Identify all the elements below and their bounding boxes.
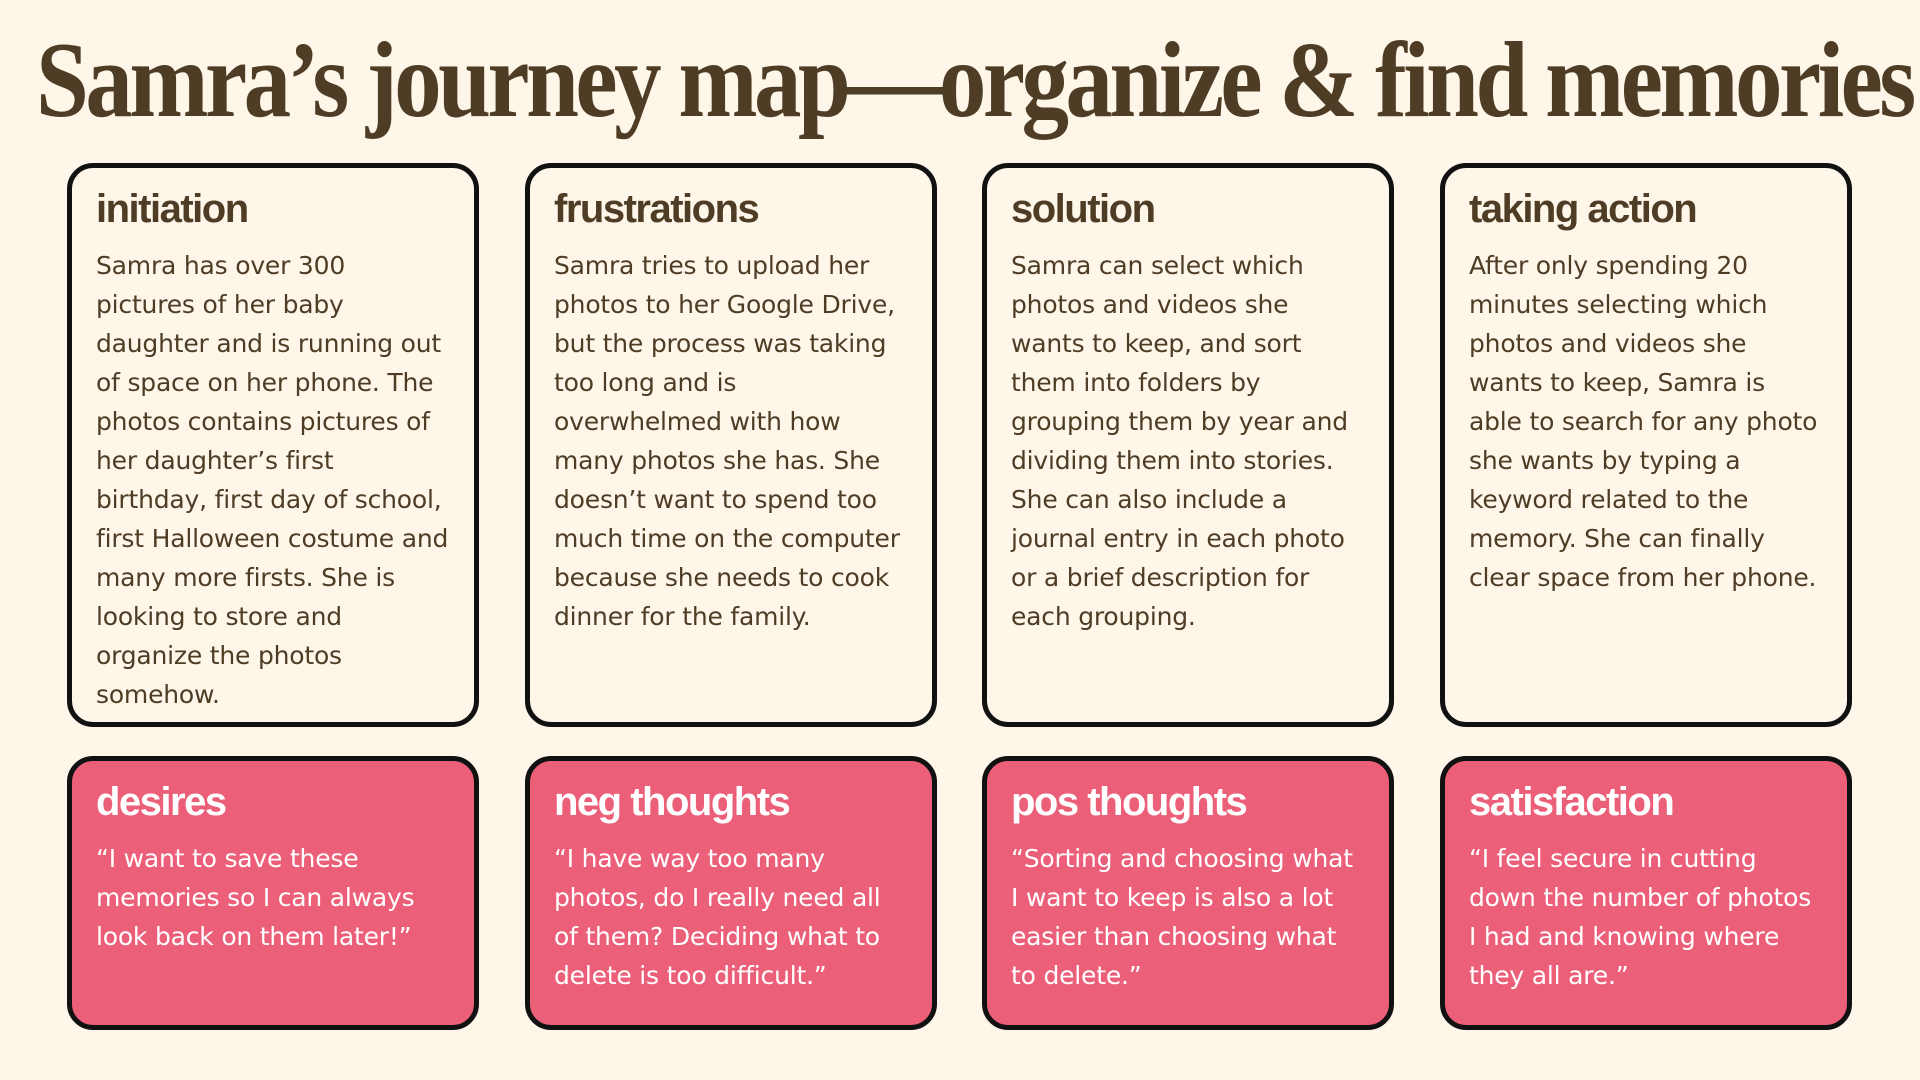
feeling-heading: neg thoughts: [554, 780, 791, 824]
feeling-quote: “Sorting and choosing what I want to kee…: [1011, 844, 1353, 990]
stage-card-initiation: initiation Samra has over 300 pictures o…: [67, 163, 479, 727]
stage-description: Samra has over 300 pictures of her baby …: [96, 251, 449, 709]
feeling-card-pos-thoughts: pos thoughts “Sorting and choosing what …: [982, 756, 1394, 1030]
stage-description: Samra tries to upload her photos to her …: [554, 251, 900, 631]
feeling-card-neg-thoughts: neg thoughts “I have way too many photos…: [525, 756, 937, 1030]
stage-heading: initiation: [96, 187, 249, 231]
feeling-quote: “I want to save these memories so I can …: [96, 844, 415, 951]
feeling-quote: “I feel secure in cutting down the numbe…: [1469, 844, 1812, 990]
stage-description: After only spending 20 minutes selecting…: [1469, 251, 1818, 592]
feeling-card-satisfaction: satisfaction “I feel secure in cutting d…: [1440, 756, 1852, 1030]
feeling-card-desires: desires “I want to save these memories s…: [67, 756, 479, 1030]
stage-card-frustrations: frustrations Samra tries to upload her p…: [525, 163, 937, 727]
stage-heading: frustrations: [554, 187, 760, 231]
feeling-heading: satisfaction: [1469, 780, 1675, 824]
stage-description: Samra can select which photos and videos…: [1011, 251, 1348, 631]
feeling-quote: “I have way too many photos, do I really…: [554, 844, 881, 990]
stage-card-taking-action: taking action After only spending 20 min…: [1440, 163, 1852, 727]
stage-heading: taking action: [1469, 187, 1698, 231]
page-title: Samra’s journey map—organize & find memo…: [36, 21, 1916, 140]
stage-heading: solution: [1011, 187, 1156, 231]
feeling-heading: pos thoughts: [1011, 780, 1248, 824]
feeling-heading: desires: [96, 780, 227, 824]
stage-card-solution: solution Samra can select which photos a…: [982, 163, 1394, 727]
